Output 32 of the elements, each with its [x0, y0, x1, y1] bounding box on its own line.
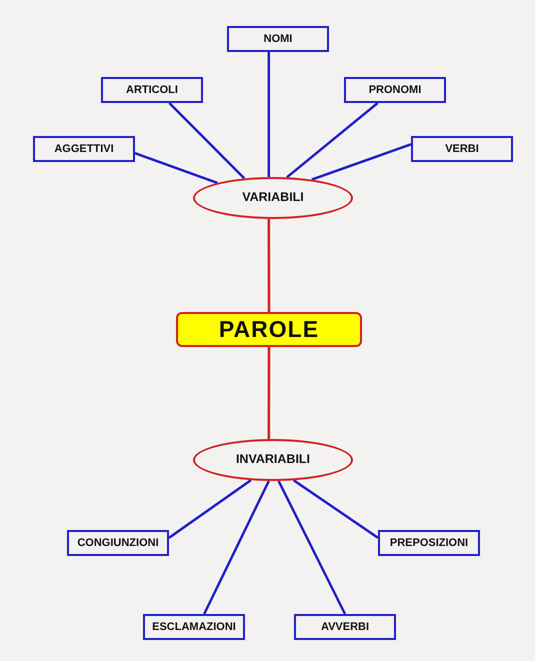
category-label: PREPOSIZIONI [390, 536, 468, 550]
category-label: VERBI [445, 142, 479, 156]
connector-line [277, 480, 346, 615]
category-box [378, 530, 480, 556]
category-label: ARTICOLI [126, 84, 178, 96]
category-box [411, 136, 513, 162]
category-box [294, 614, 396, 640]
title-box [176, 312, 362, 347]
category-box [143, 614, 245, 640]
category-box [344, 77, 446, 103]
category-label: AVVERBI [320, 620, 370, 634]
category-label: AGGETTIVI [54, 142, 114, 156]
category-box [227, 26, 329, 52]
category-label: NOMI [264, 32, 292, 46]
group-label: VARIABILI [242, 191, 304, 205]
connector-line [293, 479, 379, 539]
connector-line [168, 102, 246, 180]
connector-line [286, 102, 378, 178]
connector-line [134, 152, 218, 184]
category-box [33, 136, 135, 162]
connector-line [268, 52, 270, 177]
connector-line [168, 479, 252, 539]
connector-line [203, 480, 270, 615]
category-label: PRONOMI [368, 84, 422, 96]
connector-line [268, 219, 270, 312]
category-label: CONGIUNZIONI [77, 536, 159, 550]
connector-line [268, 347, 270, 439]
category-box [101, 77, 203, 103]
category-label: ESCLAMAZIONI [152, 620, 236, 634]
category-box [67, 530, 169, 556]
group-label: INVARIABILI [236, 453, 310, 467]
title-label: PAROLE [218, 316, 320, 342]
